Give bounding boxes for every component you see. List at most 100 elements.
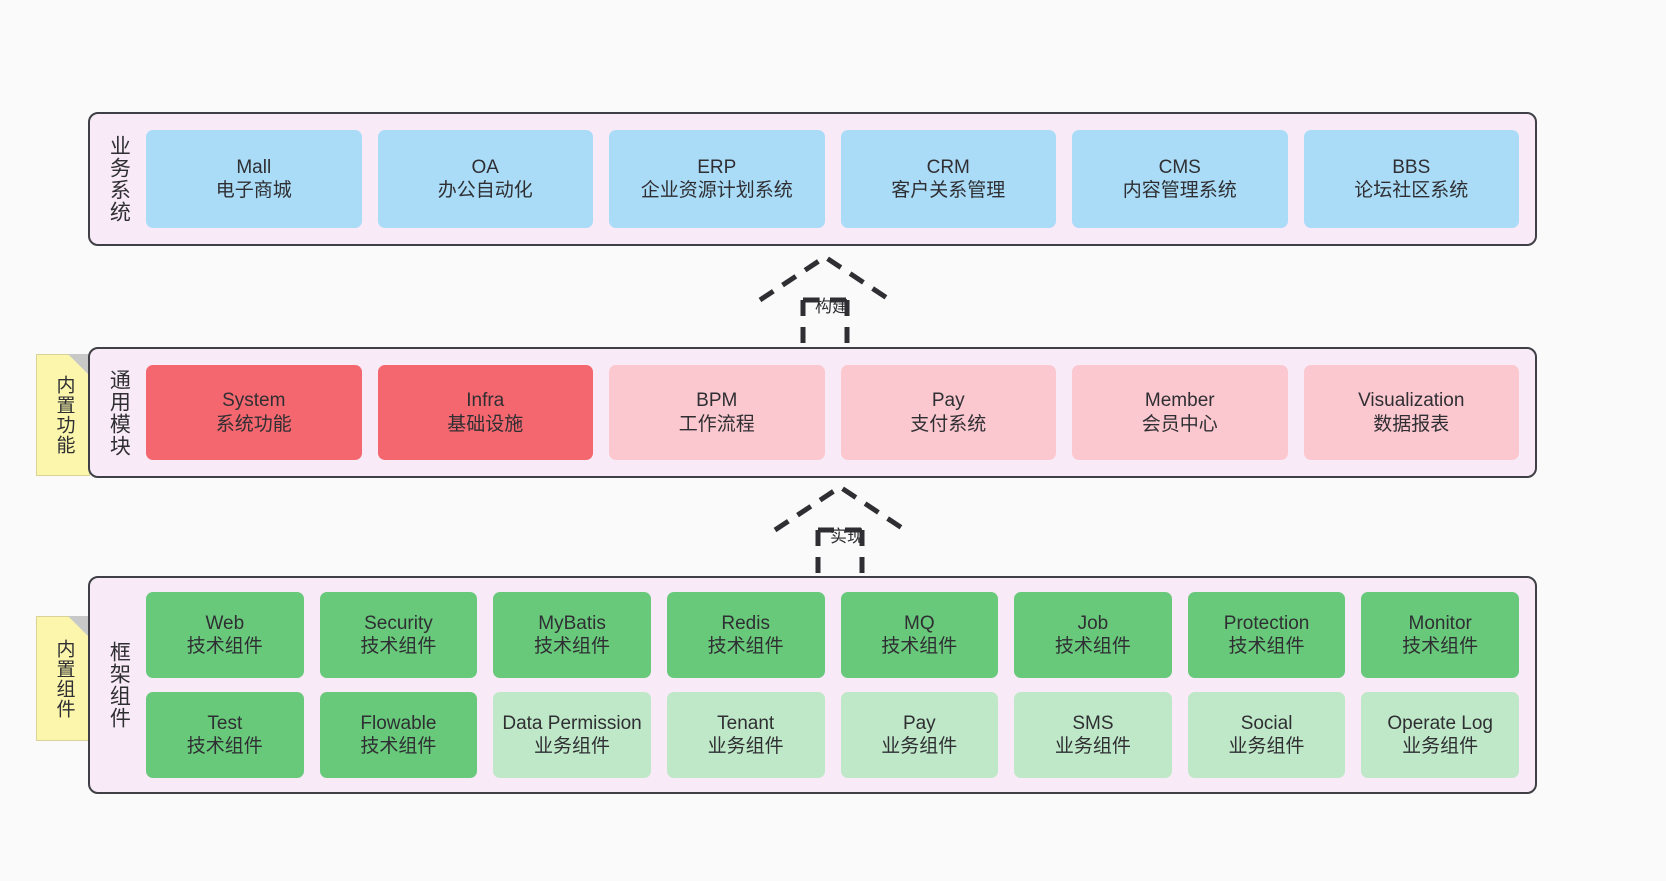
card-title: Operate Log	[1387, 712, 1493, 734]
framework-row-technical: Web 技术组件 Security 技术组件 MyBatis 技术组件 Redi…	[146, 592, 1519, 678]
card-title: Pay	[902, 712, 936, 734]
card-title: Infra	[466, 390, 505, 412]
card-mq[interactable]: MQ 技术组件	[840, 592, 999, 678]
card-redis[interactable]: Redis 技术组件	[666, 592, 825, 678]
card-subtitle: 业务组件	[1054, 736, 1131, 757]
card-subtitle: 技术组件	[1054, 636, 1131, 657]
card-pay-component[interactable]: Pay 业务组件	[840, 692, 999, 778]
common-module-card-list: System 系统功能 Infra 基础设施 BPM 工作流程 Pay 支付系统…	[146, 349, 1535, 476]
card-security[interactable]: Security 技术组件	[319, 592, 478, 678]
layer-title-business-system: 业务系统	[107, 135, 131, 223]
card-title: Job	[1077, 612, 1109, 634]
card-mybatis[interactable]: MyBatis 技术组件	[493, 592, 651, 678]
card-title: Tenant	[717, 712, 775, 734]
card-crm[interactable]: CRM 客户关系管理	[840, 130, 1056, 228]
card-title: Pay	[931, 390, 965, 412]
card-monitor[interactable]: Monitor 技术组件	[1361, 592, 1519, 678]
card-subtitle: 技术组件	[186, 636, 263, 657]
note-builtin-component: 内置组件	[36, 616, 90, 741]
card-title: OA	[471, 156, 499, 178]
card-title: SMS	[1072, 712, 1114, 734]
card-infra[interactable]: Infra 基础设施	[377, 365, 593, 460]
card-oa[interactable]: OA 办公自动化	[377, 130, 593, 228]
card-title: Data Permission	[502, 712, 642, 734]
note-builtin-feature: 内置功能	[36, 354, 90, 476]
connector-build-label: 构建	[815, 297, 849, 316]
card-title: Flowable	[360, 712, 437, 734]
card-subtitle: 客户关系管理	[891, 180, 1006, 201]
card-subtitle: 支付系统	[910, 413, 987, 435]
card-subtitle: 系统功能	[215, 413, 292, 435]
card-title: Web	[205, 612, 245, 634]
card-subtitle: 技术组件	[360, 736, 437, 757]
connector-implement-label: 实现	[830, 527, 864, 546]
card-title: ERP	[697, 156, 737, 178]
card-web[interactable]: Web 技术组件	[146, 592, 304, 678]
connector-build: 构建	[755, 252, 915, 346]
card-title: System	[222, 390, 286, 412]
card-title: Visualization	[1358, 390, 1465, 412]
card-subtitle: 技术组件	[186, 736, 263, 757]
card-title: Test	[207, 712, 243, 734]
connector-implement: 实现	[770, 482, 930, 576]
card-subtitle: 内容管理系统	[1122, 180, 1237, 201]
card-title: Security	[364, 612, 433, 634]
card-subtitle: 企业资源计划系统	[640, 180, 793, 201]
card-sms[interactable]: SMS 业务组件	[1014, 692, 1172, 778]
card-title: CMS	[1158, 156, 1201, 178]
card-tenant[interactable]: Tenant 业务组件	[666, 692, 825, 778]
card-title: BPM	[696, 390, 738, 412]
layer-framework-component: 框架组件 Web 技术组件 Security 技术组件 MyBatis 技术组件…	[88, 576, 1537, 794]
card-operate-log[interactable]: Operate Log 业务组件	[1361, 692, 1519, 778]
framework-row-business: Test 技术组件 Flowable 技术组件 Data Permission …	[146, 692, 1519, 778]
card-title: Protection	[1223, 612, 1310, 634]
card-title: CRM	[926, 156, 970, 178]
layer-business-system: 业务系统 Mall 电子商城 OA 办公自动化 ERP 企业资源计划系统 CRM…	[88, 112, 1537, 246]
card-bpm[interactable]: BPM 工作流程	[609, 365, 825, 460]
card-subtitle: 业务组件	[534, 736, 611, 757]
card-subtitle: 电子商城	[215, 180, 292, 201]
card-system[interactable]: System 系统功能	[146, 365, 362, 460]
card-flowable[interactable]: Flowable 技术组件	[319, 692, 478, 778]
card-subtitle: 办公自动化	[437, 180, 533, 201]
card-title: Monitor	[1408, 612, 1472, 634]
layer-title-framework-component: 框架组件	[107, 641, 131, 729]
card-title: Mall	[236, 156, 272, 178]
card-protection[interactable]: Protection 技术组件	[1187, 592, 1346, 678]
card-visualization[interactable]: Visualization 数据报表	[1303, 365, 1519, 460]
card-subtitle: 业务组件	[881, 736, 958, 757]
card-title: Redis	[721, 612, 770, 634]
note-builtin-component-label: 内置组件	[53, 638, 75, 719]
card-subtitle: 技术组件	[707, 636, 784, 657]
card-bbs[interactable]: BBS 论坛社区系统	[1303, 130, 1519, 228]
card-subtitle: 技术组件	[881, 636, 958, 657]
card-member[interactable]: Member 会员中心	[1072, 365, 1288, 460]
card-subtitle: 技术组件	[1228, 636, 1305, 657]
card-subtitle: 论坛社区系统	[1354, 180, 1469, 201]
card-cms[interactable]: CMS 内容管理系统	[1072, 130, 1288, 228]
layer-title-common-module: 通用模块	[107, 368, 131, 457]
card-subtitle: 技术组件	[1402, 636, 1479, 657]
card-title: Member	[1144, 390, 1215, 412]
card-mall[interactable]: Mall 电子商城	[146, 130, 362, 228]
card-pay-module[interactable]: Pay 支付系统	[840, 365, 1056, 460]
card-subtitle: 业务组件	[1228, 736, 1305, 757]
card-title: BBS	[1392, 156, 1431, 178]
card-subtitle: 技术组件	[534, 636, 611, 657]
card-subtitle: 技术组件	[360, 636, 437, 657]
card-job[interactable]: Job 技术组件	[1014, 592, 1172, 678]
card-subtitle: 工作流程	[678, 413, 755, 435]
card-subtitle: 业务组件	[707, 736, 784, 757]
card-social[interactable]: Social 业务组件	[1187, 692, 1346, 778]
card-subtitle: 业务组件	[1402, 736, 1479, 757]
card-title: MQ	[904, 612, 935, 634]
framework-component-card-grid: Web 技术组件 Security 技术组件 MyBatis 技术组件 Redi…	[146, 578, 1535, 792]
card-subtitle: 数据报表	[1373, 413, 1450, 435]
card-test[interactable]: Test 技术组件	[146, 692, 304, 778]
card-erp[interactable]: ERP 企业资源计划系统	[609, 130, 825, 228]
card-subtitle: 基础设施	[447, 413, 524, 435]
layer-common-module: 通用模块 System 系统功能 Infra 基础设施 BPM 工作流程 Pay…	[88, 347, 1537, 478]
card-subtitle: 会员中心	[1141, 413, 1218, 435]
card-data-permission[interactable]: Data Permission 业务组件	[493, 692, 651, 778]
